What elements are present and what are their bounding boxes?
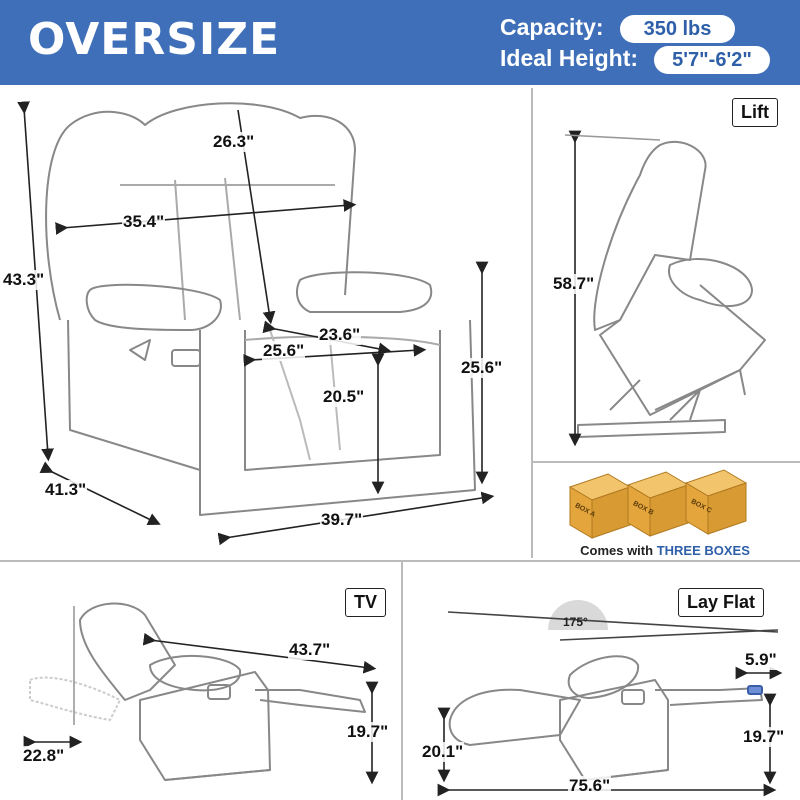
dim-tv-footrest-height: 19.7" — [346, 722, 390, 742]
layflat-chair-drawing — [448, 655, 763, 781]
box-c-drawing — [684, 469, 748, 535]
lift-chair-drawing — [577, 140, 766, 438]
box-b-drawing — [626, 471, 690, 537]
dim-tv-length: 43.7" — [288, 640, 332, 660]
layflat-angle: 175° — [563, 615, 588, 629]
divider-boxes — [533, 461, 800, 463]
main-chair-drawing — [45, 102, 476, 516]
dim-layflat-length: 75.6" — [568, 776, 612, 796]
dim-seat-width: 25.6" — [262, 341, 306, 361]
dim-width: 39.7" — [320, 510, 364, 530]
layflat-panel-label: Lay Flat — [678, 588, 765, 617]
divider-horizontal — [0, 560, 800, 562]
divider-vertical-top — [531, 88, 533, 558]
dim-back-width: 35.4" — [122, 212, 166, 232]
capacity-value: 350 lbs — [620, 15, 735, 43]
tv-dimension-lines — [23, 606, 379, 785]
dim-cupholder-width: 5.9" — [744, 650, 778, 670]
dim-total-height: 43.3" — [2, 270, 46, 290]
dim-seat-height: 20.5" — [322, 387, 366, 407]
dim-tv-back-clearance: 22.8" — [22, 746, 66, 766]
dim-arm-height: 25.6" — [460, 358, 504, 378]
boxes-caption-accent: THREE BOXES — [656, 543, 750, 558]
boxes-drawing — [568, 469, 748, 539]
page-title: OVERSIZE — [28, 14, 281, 65]
boxes-caption: Comes with THREE BOXES — [545, 543, 785, 558]
box-a-drawing — [568, 473, 632, 539]
dim-seat-depth: 23.6" — [318, 325, 362, 345]
angle-indicator — [548, 600, 608, 630]
dim-depth: 41.3" — [44, 480, 88, 500]
header-banner: OVERSIZE Capacity: 350 lbs Ideal Height:… — [0, 0, 800, 85]
tv-panel-label: TV — [345, 588, 387, 617]
lift-panel-label: Lift — [732, 98, 778, 127]
dim-layflat-footrest-height: 19.7" — [742, 727, 786, 747]
dim-back-height: 26.3" — [212, 132, 256, 152]
dim-layflat-back-height: 20.1" — [421, 742, 465, 762]
divider-vertical-bottom — [401, 562, 403, 800]
dim-lift-height: 58.7" — [552, 274, 596, 294]
ideal-height-value: 5'7"-6'2" — [654, 46, 770, 74]
tv-chair-drawing — [29, 602, 366, 781]
ideal-height-label: Ideal Height: — [500, 45, 639, 71]
capacity-label: Capacity: — [500, 14, 604, 40]
main-dimension-lines — [17, 101, 495, 546]
boxes-caption-prefix: Comes with — [580, 543, 654, 558]
